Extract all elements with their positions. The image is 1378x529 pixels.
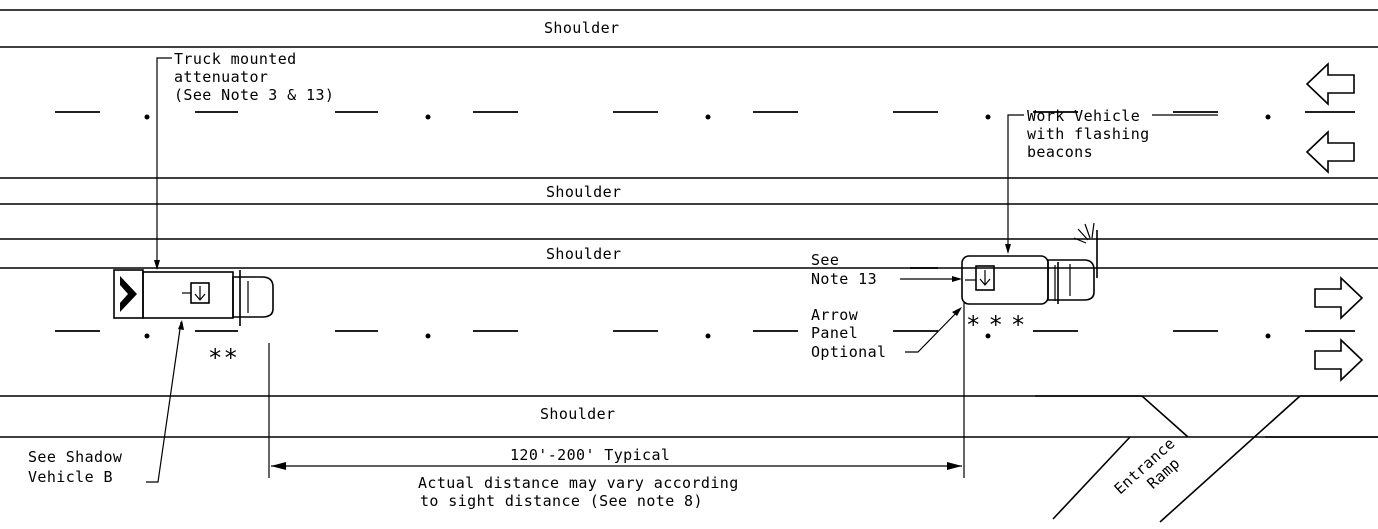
see-note-13-line1: See (811, 251, 839, 269)
distance-dimension (268, 302, 965, 478)
upper-lane-markings (55, 111, 1355, 120)
arrow-panel-label-line1: Arrow (811, 306, 859, 324)
direction-arrow-left-icon (1305, 62, 1355, 106)
entrance-ramp (1035, 395, 1378, 523)
lower-lane-markings (55, 267, 1355, 339)
tma-label-line1: Truck mounted (174, 50, 297, 68)
roadway-edges (0, 9, 1378, 438)
direction-arrow-left-icon (1305, 130, 1355, 174)
work-vehicle-truck-icon (961, 222, 1098, 305)
shoulder-label-bottom: Shoulder (540, 405, 615, 423)
work-vehicle-label-line3: beacons (1027, 143, 1093, 161)
shoulder-label-median-upper: Shoulder (546, 183, 621, 201)
leader-lines (146, 57, 1024, 483)
arrow-panel-label-line2: Panel (811, 324, 858, 342)
direction-arrow-right-icon (1314, 338, 1364, 382)
shadow-vehicle-label-line2: Vehicle B (28, 468, 113, 486)
shadow-vehicle-label-line1: See Shadow (28, 448, 123, 466)
shoulder-label-median-lower: Shoulder (546, 245, 621, 263)
shoulder-label-top: Shoulder (544, 19, 619, 37)
asterisks-shadow-vehicle: ** (208, 344, 239, 372)
flashing-beacon-icon (1073, 222, 1095, 244)
dimension-note-line1: Actual distance may vary according (418, 474, 739, 492)
work-vehicle-label-line1: Work Vehicle (1027, 107, 1140, 125)
tma-label-line3: (See Note 3 & 13) (174, 86, 334, 104)
asterisks-work-vehicle: *** (966, 311, 1033, 339)
dimension-note-line2: to sight distance (See note 8) (420, 492, 703, 510)
direction-arrow-right-icon (1314, 276, 1364, 320)
work-vehicle-label-line2: with flashing (1027, 125, 1150, 143)
shadow-vehicle-truck-icon (113, 269, 274, 326)
see-note-13-line2: Note 13 (811, 270, 877, 288)
dimension-typical-label: 120'-200' Typical (510, 446, 670, 464)
tma-label-line2: attenuator (174, 68, 268, 86)
arrow-panel-label-line3: Optional (811, 343, 886, 361)
